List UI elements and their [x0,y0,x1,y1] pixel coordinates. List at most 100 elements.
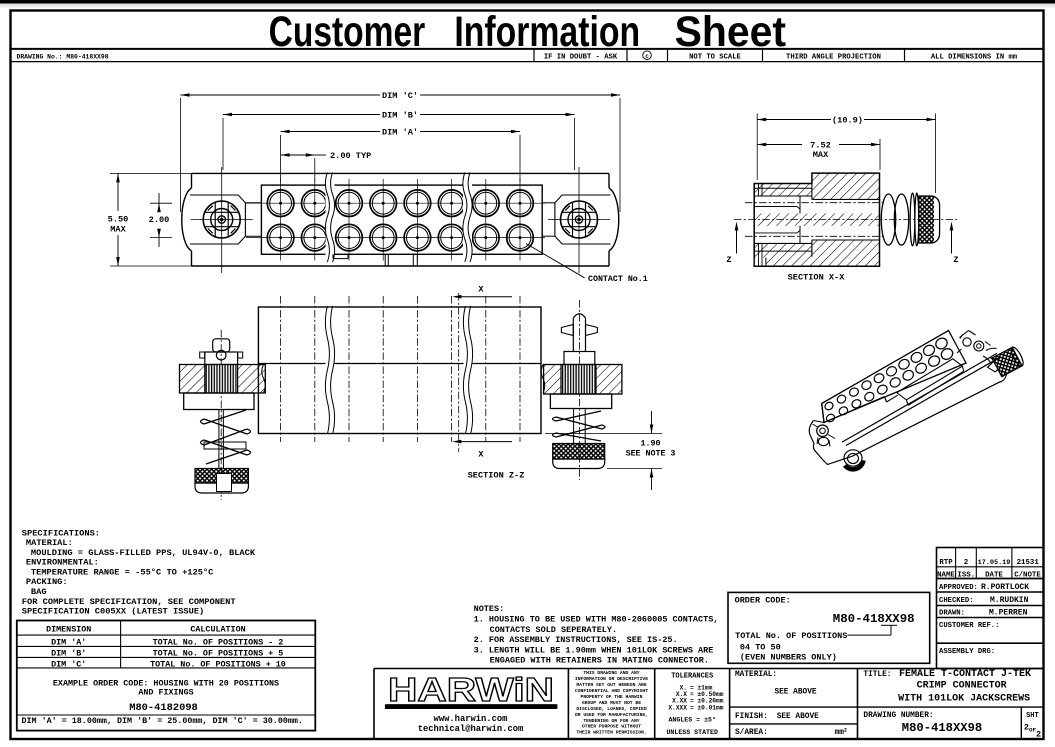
svg-text:2OF2: 2OF2 [1024,723,1041,740]
svg-text:04 TO 50: 04 TO 50 [740,642,781,652]
svg-text:NAME: NAME [937,571,955,579]
svg-text:Z: Z [726,255,731,265]
svg-text:X.: X. [680,684,687,691]
svg-text:CONFIDENTIAL AND COPYRIGHT: CONFIDENTIAL AND COPYRIGHT [575,688,648,694]
svg-text:RTP: RTP [939,559,953,567]
svg-text:DIM 'A': DIM 'A' [382,127,418,137]
svg-text:DIM 'B': DIM 'B' [51,649,86,659]
svg-text:M80-418XX98: M80-418XX98 [902,721,982,735]
svg-text:DRAWING NUMBER:: DRAWING NUMBER: [863,712,933,720]
svg-text:Z: Z [953,255,958,265]
svg-text:TOTAL No. OF POSITIONS - 2: TOTAL No. OF POSITIONS - 2 [153,638,284,648]
svg-text:R.PORTLOCK: R.PORTLOCK [981,583,1029,592]
svg-text:ORDER CODE:: ORDER CODE: [735,596,791,606]
svg-text:UNLESS STATED: UNLESS STATED [666,729,717,736]
svg-text:HARWiN: HARWiN [388,672,554,709]
svg-text:X: X [478,450,484,460]
svg-text:X.X: X.X [676,691,687,698]
svg-text:MOULDING = GLASS-FILLED PPS, U: MOULDING = GLASS-FILLED PPS, UL94V-0, BL… [31,548,256,558]
svg-text:CUSTOMER REF.:: CUSTOMER REF.: [939,622,999,630]
svg-text:CONTACT No.1: CONTACT No.1 [588,275,648,284]
svg-text:AND FIXINGS: AND FIXINGS [138,688,193,698]
svg-text:technical@harwin.com: technical@harwin.com [418,724,524,734]
svg-text:DIM 'C': DIM 'C' [51,659,86,669]
svg-text:CHECKED:: CHECKED: [939,597,974,605]
svg-text:TOTAL No. OF POSITIONS + 5: TOTAL No. OF POSITIONS + 5 [153,649,284,659]
svg-text:IF IN DOUBT - ASK: IF IN DOUBT - ASK [544,53,618,61]
svg-text:SECTION Z-Z: SECTION Z-Z [468,471,525,481]
svg-text:DIM 'C': DIM 'C' [382,91,418,101]
svg-text:DIM 'B': DIM 'B' [382,110,418,120]
svg-text:= ±0.50mm: = ±0.50mm [690,691,724,698]
svg-text:SPECIFICATION C005XX (LATEST I: SPECIFICATION C005XX (LATEST ISSUE) [22,607,204,617]
svg-text:TOTAL No. OF POSITIONS + 10: TOTAL No. OF POSITIONS + 10 [150,659,286,669]
svg-text:OTHER PURPOSE WITHOUT: OTHER PURPOSE WITHOUT [582,724,641,730]
svg-text:= ±0.20mm: = ±0.20mm [690,698,724,705]
svg-text:X.XX: X.XX [672,698,687,705]
svg-text:ANGLES = ±5°: ANGLES = ±5° [668,715,716,723]
svg-text:2.00: 2.00 [149,215,170,225]
svg-text:BAG: BAG [31,587,47,597]
svg-text:SPECIFICATIONS:: SPECIFICATIONS: [22,528,100,538]
svg-text:APPROVED:: APPROVED: [939,584,978,592]
svg-text:X.XXX: X.XXX [668,704,687,711]
svg-text:FEMALE T-CONTACT J-TEK: FEMALE T-CONTACT J-TEK [899,669,1031,680]
svg-text:2: 2 [964,559,968,567]
svg-text:M.RUDKIN: M.RUDKIN [990,596,1029,605]
svg-text:NOT TO SCALE: NOT TO SCALE [689,53,741,61]
svg-text:THIRD ANGLE PROJECTION: THIRD ANGLE PROJECTION [786,53,881,61]
svg-text:MATERIAL:: MATERIAL: [735,671,777,679]
svg-text:TOLERANCES: TOLERANCES [671,672,713,680]
svg-text:21531: 21531 [1017,559,1040,567]
svg-text:MAX: MAX [813,150,829,160]
svg-text:5.50: 5.50 [108,215,129,225]
svg-text:TOTAL No. OF POSITIONS: TOTAL No. OF POSITIONS [735,631,847,641]
svg-text:= ±0.01mm: = ±0.01mm [690,704,724,711]
svg-text:SEE ABOVE: SEE ABOVE [774,689,816,697]
svg-text:PROPERTY OF THE HARWIN: PROPERTY OF THE HARWIN [581,694,643,700]
svg-text:3. LENGTH WILL BE 1.90mm WHEN: 3. LENGTH WILL BE 1.90mm WHEN 101LOK SCR… [474,645,714,655]
svg-text:17.05.19: 17.05.19 [978,559,1011,567]
svg-text:OR USED FOR MANUFACTURING,: OR USED FOR MANUFACTURING, [575,712,648,718]
svg-text:CONTACTS SOLD SEPERATELY.: CONTACTS SOLD SEPERATELY. [490,625,618,635]
svg-text:X: X [478,285,484,295]
svg-text:DRAWN:: DRAWN: [939,610,965,618]
svg-text:INFORMATION OR DESCRIPTIVE: INFORMATION OR DESCRIPTIVE [575,676,648,682]
svg-text:TENDERING OR FOR ANY: TENDERING OR FOR ANY [583,718,639,724]
svg-text:MAX: MAX [110,225,126,235]
svg-text:TITLE:: TITLE: [863,671,891,679]
svg-text:NOTES:: NOTES: [474,604,505,614]
svg-text:www.harwin.com: www.harwin.com [434,714,508,724]
svg-text:M80-4182098: M80-4182098 [129,702,198,714]
svg-text:2. FOR ASSEMBLY INSTRUCTIONS,: 2. FOR ASSEMBLY INSTRUCTIONS, SEE IS-25. [474,635,678,645]
svg-text:1. HOUSING TO BE USED WITH M80: 1. HOUSING TO BE USED WITH M80-2060005 C… [474,615,719,625]
svg-text:TEMPERATURE RANGE = -55°C TO +: TEMPERATURE RANGE = -55°C TO +125°C [31,567,213,577]
svg-text:DRAWING No.: M80-418XX98: DRAWING No.: M80-418XX98 [17,53,109,60]
svg-text:ALL DIMENSIONS IN mm: ALL DIMENSIONS IN mm [931,53,1018,61]
svg-text:MATERIAL:: MATERIAL: [26,538,73,548]
svg-text:PACKING:: PACKING: [26,577,68,587]
svg-text:CRIMP CONNECTOR: CRIMP CONNECTOR [917,681,1007,692]
svg-text:1.90: 1.90 [641,439,661,448]
svg-text:MATTER SET OUT HEREON ARE: MATTER SET OUT HEREON ARE [576,682,647,688]
svg-text:S/AREA:: S/AREA: [735,729,768,737]
svg-text:(10.9): (10.9) [832,115,863,125]
svg-text:DIMENSION: DIMENSION [46,625,91,635]
svg-text:CALCULATION: CALCULATION [190,625,245,635]
svg-text:M.PERREN: M.PERREN [989,609,1028,618]
svg-text:M80-418XX98: M80-418XX98 [833,612,915,626]
svg-text:EXAMPLE ORDER CODE: HOUSING WI: EXAMPLE ORDER CODE: HOUSING WITH 20 POSI… [53,678,279,688]
svg-text:ENGAGED WITH RETAINERS IN MATI: ENGAGED WITH RETAINERS IN MATING CONNECT… [490,656,709,666]
svg-text:THEIR WRITTEN PERMISSION.: THEIR WRITTEN PERMISSION. [576,730,646,736]
svg-text:SEE ABOVE: SEE ABOVE [777,713,819,721]
svg-text:FOR COMPLETE SPECIFICATION, SE: FOR COMPLETE SPECIFICATION, SEE COMPONEN… [22,597,236,607]
svg-text:GROUP AND MUST NOT BE: GROUP AND MUST NOT BE [582,700,641,706]
svg-text:ISS.: ISS. [957,571,975,579]
svg-text:C/NOTE: C/NOTE [1014,571,1041,579]
svg-text:7.52: 7.52 [810,140,831,150]
svg-text:FINISH:: FINISH: [735,713,768,721]
svg-text:DATE: DATE [985,571,1003,579]
svg-text:WITH 101LOK JACKSCREWS: WITH 101LOK JACKSCREWS [898,694,1030,705]
svg-text:ENVIRONMENTAL:: ENVIRONMENTAL: [26,558,99,568]
svg-text:ASSEMBLY DRG:: ASSEMBLY DRG: [939,648,995,656]
